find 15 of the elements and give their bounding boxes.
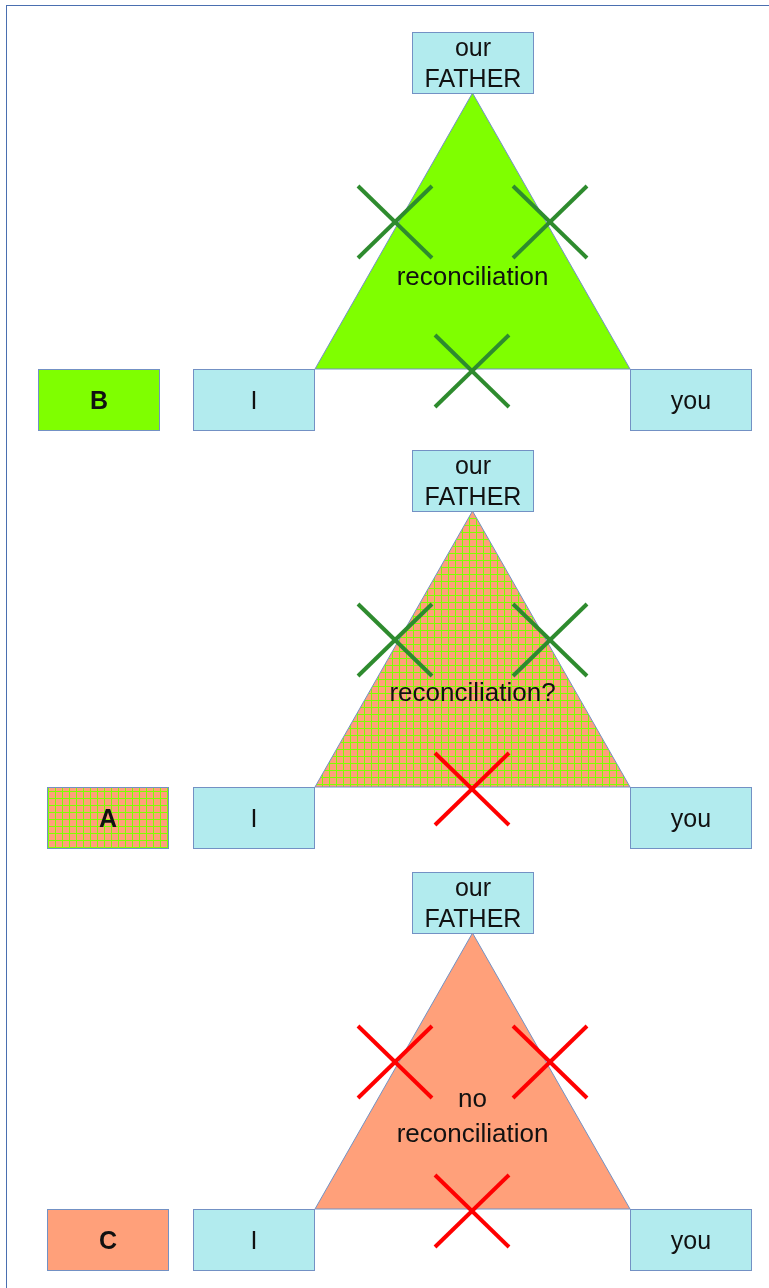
- label-box: you: [630, 1209, 752, 1271]
- label-box: our FATHER: [412, 32, 534, 94]
- label-box: I: [193, 369, 315, 431]
- label-box: you: [630, 369, 752, 431]
- label-box: our FATHER: [412, 872, 534, 934]
- label-box: our FATHER: [412, 450, 534, 512]
- label-box: I: [193, 787, 315, 849]
- triangle-label: reconciliation?: [388, 676, 557, 709]
- legend-key-box: B: [38, 369, 160, 431]
- label-box: I: [193, 1209, 315, 1271]
- legend-key-box: A: [47, 787, 169, 849]
- label-box: you: [630, 787, 752, 849]
- triangle-label: no reconciliation: [395, 1082, 550, 1150]
- triangle-label: reconciliation: [395, 260, 550, 293]
- legend-key-box: C: [47, 1209, 169, 1271]
